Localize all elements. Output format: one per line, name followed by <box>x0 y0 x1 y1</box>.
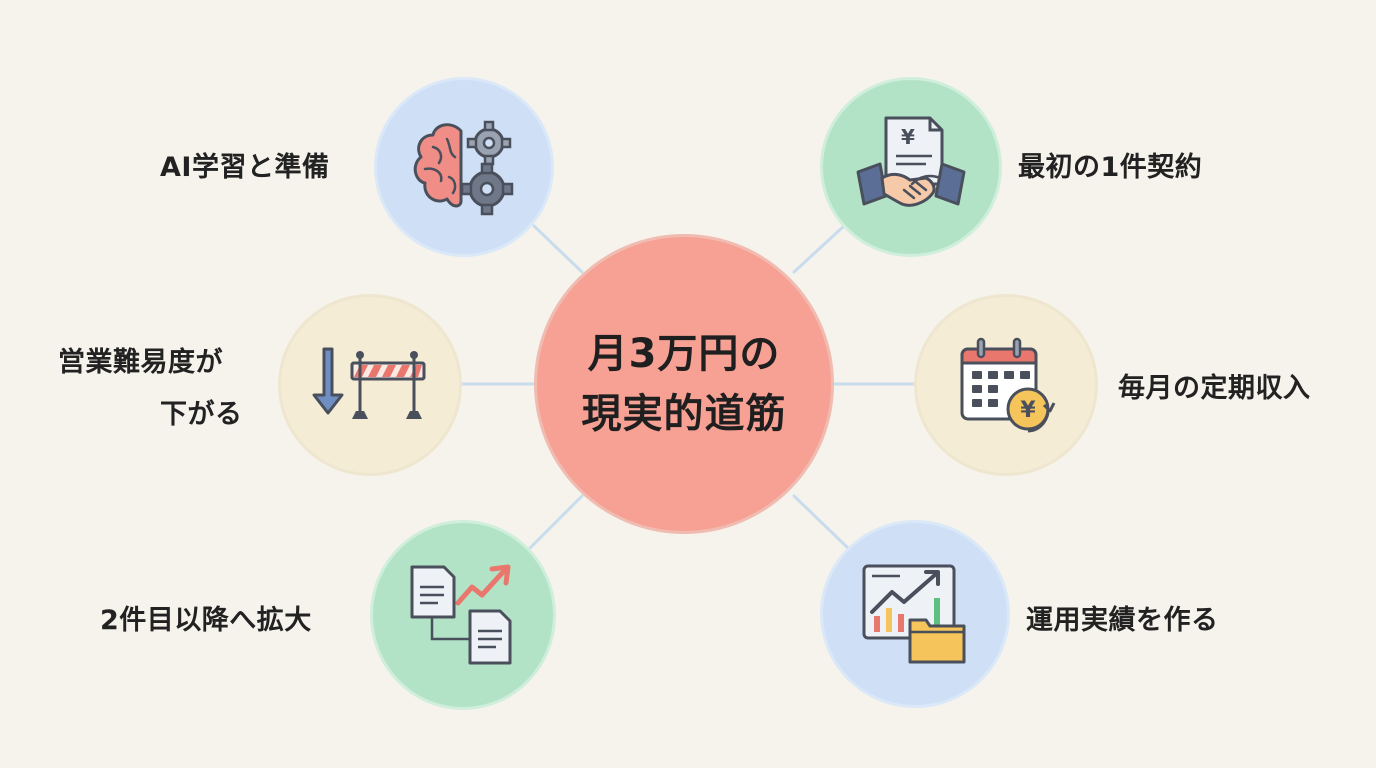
contract-yen-symbol: ¥ <box>901 125 915 149</box>
node-monthly-income: ¥ <box>914 294 1098 476</box>
connector-record <box>792 494 850 550</box>
center-title-line1: 月3万円の <box>587 331 781 377</box>
label-sales-difficulty-line2: 下がる <box>160 399 243 430</box>
connector-expand <box>528 494 584 550</box>
node-expand-contracts <box>370 520 556 710</box>
connector-first <box>792 224 846 274</box>
connector-ai <box>532 224 584 274</box>
label-sales-difficulty-line1: 営業難易度が <box>58 347 223 378</box>
node-track-record <box>820 520 1010 708</box>
center-hub: 月3万円の 現実的道筋 <box>534 234 834 534</box>
label-expand-contracts: 2件目以降へ拡大 <box>100 605 312 636</box>
down-arrow-barrier-icon <box>312 347 426 419</box>
node-sales-difficulty <box>278 294 462 476</box>
calendar-yen-icon: ¥ <box>960 337 1056 433</box>
calendar-yen-symbol: ¥ <box>1020 398 1036 423</box>
contract-handshake-icon: ¥ <box>856 116 966 207</box>
label-first-contract: 最初の1件契約 <box>1018 152 1203 183</box>
documents-growth-icon <box>410 564 512 665</box>
node-ai-learning <box>374 77 554 257</box>
node-first-contract: ¥ <box>820 77 1002 257</box>
center-title-line2: 現実的道筋 <box>581 391 787 437</box>
label-monthly-income: 毎月の定期収入 <box>1118 373 1311 404</box>
label-track-record: 運用実績を作る <box>1026 605 1219 636</box>
chart-folder-icon <box>862 564 966 664</box>
brain-gears-icon <box>413 120 514 216</box>
label-ai-learning: AI学習と準備 <box>160 152 330 183</box>
